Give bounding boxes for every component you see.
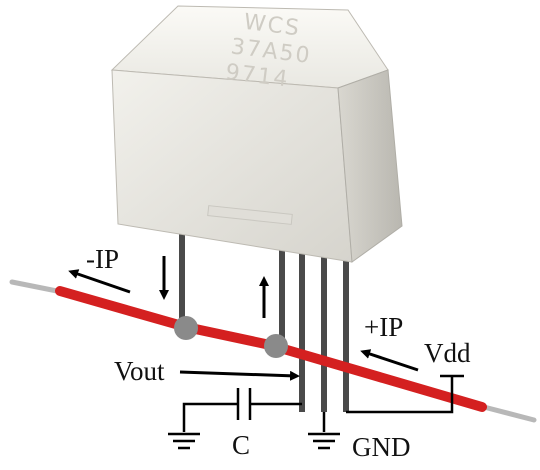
- arrow-vout: [179, 370, 300, 381]
- arrow-minus-ip: [68, 269, 131, 294]
- body-front-face: [111, 69, 353, 263]
- arrow-plus-ip: [360, 349, 419, 372]
- sensor-pins: [179, 222, 349, 412]
- current-arrows: [68, 256, 419, 381]
- ground-symbol-right: [308, 432, 340, 450]
- wire-lead-left: [9, 279, 65, 295]
- vdd-wire: [346, 376, 454, 414]
- label-plus-ip: +IP: [364, 312, 403, 342]
- external-circuit: [168, 374, 464, 450]
- cap-wire-left: [182, 402, 238, 432]
- body-marking: WCS 37A50 9714: [224, 10, 313, 93]
- sensor-body: WCS 37A50 9714: [110, 5, 403, 263]
- label-gnd: GND: [352, 432, 411, 462]
- wire-lead-right: [477, 403, 537, 423]
- contact-dot-minus-ip: [174, 316, 198, 340]
- labels: -IP +IP Vout Vdd C GND: [86, 244, 471, 462]
- contact-dot-plus-ip: [264, 334, 288, 358]
- label-capacitor: C: [232, 430, 250, 460]
- ground-symbol-left: [168, 432, 200, 450]
- conductor-red: [55, 286, 487, 412]
- primary-conductor: [9, 279, 537, 423]
- label-vout: Vout: [114, 356, 165, 386]
- label-vdd: Vdd: [424, 338, 471, 368]
- body-notch: [207, 205, 293, 225]
- body-side-face: [337, 69, 403, 263]
- label-minus-ip: -IP: [86, 244, 119, 274]
